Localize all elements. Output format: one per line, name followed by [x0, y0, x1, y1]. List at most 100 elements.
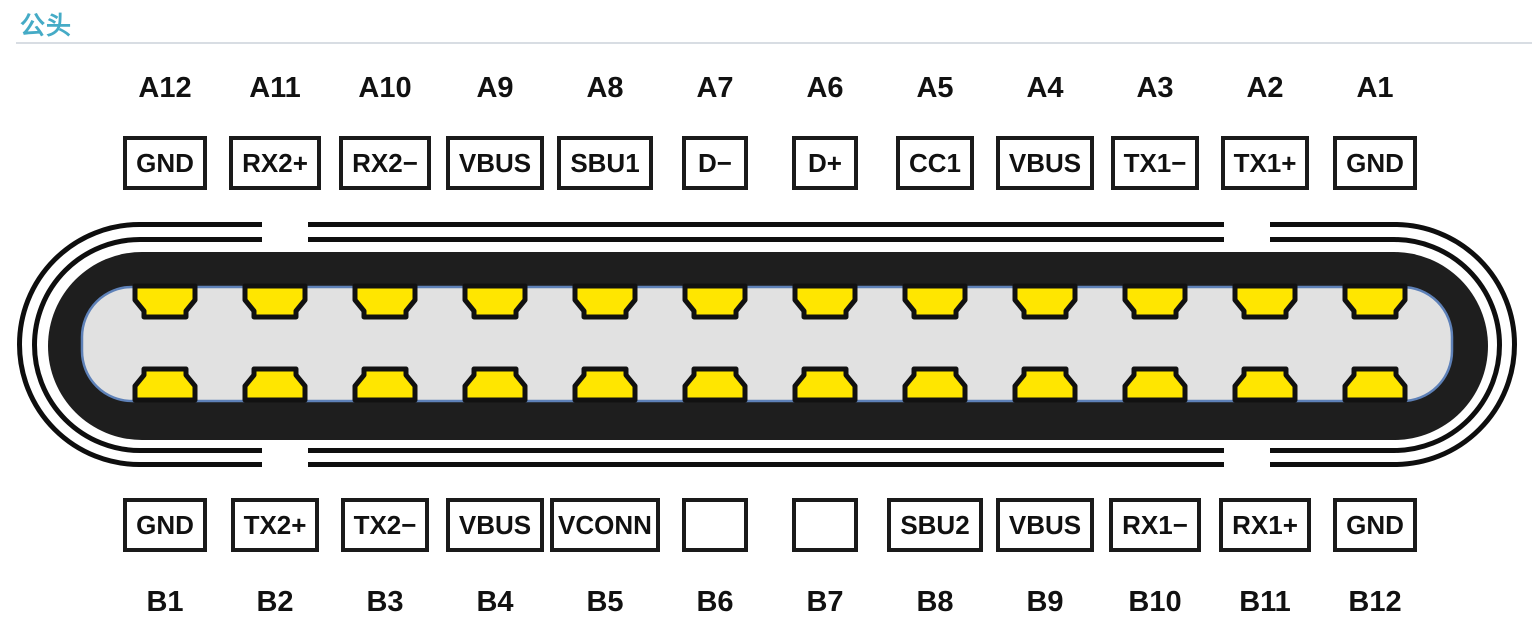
cell-a8: A8	[550, 70, 660, 106]
pin-number-a6: A6	[806, 72, 844, 104]
cell-b10: B10	[1100, 584, 1210, 620]
pin-number-a10: A10	[358, 72, 412, 104]
pin-contact-b2	[245, 369, 305, 400]
cell-b4-signal: VBUS	[440, 498, 550, 552]
pin-number-b11: B11	[1239, 586, 1291, 618]
cell-a2: A2	[1210, 70, 1320, 106]
pin-contact-a2	[1235, 286, 1295, 317]
signal-box-a10: RX2−	[339, 136, 431, 190]
signal-box-b5: VCONN	[550, 498, 660, 552]
cell-a2-signal: TX1+	[1210, 136, 1320, 190]
a-side-pin-number-row: A12 A11 A10 A9 A8 A7 A6 A5 A4 A3 A2 A1	[0, 70, 1532, 106]
cell-a12: A12	[110, 70, 220, 106]
pin-contact-b6	[685, 369, 745, 400]
pin-number-a12: A12	[138, 72, 192, 104]
cell-b1: B1	[110, 584, 220, 620]
b-side-signal-row: GND TX2+ TX2− VBUS VCONN SBU2 VBUS RX1− …	[0, 498, 1532, 552]
pin-contact-a4	[1015, 286, 1075, 317]
page-title: 公头	[20, 12, 73, 40]
cell-b2-signal: TX2+	[220, 498, 330, 552]
pin-contact-a7	[685, 286, 745, 317]
pin-contact-a1	[1345, 286, 1405, 317]
connector-tongue	[80, 285, 1454, 403]
signal-box-b2: TX2+	[230, 498, 320, 552]
cell-a7: A7	[660, 70, 770, 106]
cell-b3: B3	[330, 584, 440, 620]
cell-b4: B4	[440, 584, 550, 620]
pin-contact-b4	[465, 369, 525, 400]
signal-box-a3: TX1−	[1110, 136, 1200, 190]
pin-contact-b5	[575, 369, 635, 400]
signal-box-b7	[792, 498, 858, 552]
shell-seam-gap	[1224, 215, 1270, 248]
cell-a11: A11	[220, 70, 330, 106]
signal-box-a12: GND	[123, 136, 207, 190]
pin-contact-a3	[1125, 286, 1185, 317]
pin-contact-b7	[795, 369, 855, 400]
pin-contact-a12	[135, 286, 195, 317]
signal-box-b9: VBUS	[995, 498, 1095, 552]
signal-box-a8: SBU1	[557, 136, 653, 190]
cell-b10-signal: RX1−	[1100, 498, 1210, 552]
pin-number-b9: B9	[1026, 586, 1064, 618]
cell-b7-signal	[770, 498, 880, 552]
cell-a10-signal: RX2−	[330, 136, 440, 190]
shell-seam-gap	[262, 444, 308, 477]
pin-contact-b8	[905, 369, 965, 400]
cell-a9: A9	[440, 70, 550, 106]
pin-number-a1: A1	[1356, 72, 1394, 104]
signal-box-b4: VBUS	[445, 498, 545, 552]
cell-b9: B9	[990, 584, 1100, 620]
cell-b3-signal: TX2−	[330, 498, 440, 552]
pin-contact-b11	[1235, 369, 1295, 400]
pin-contact-b9	[1015, 369, 1075, 400]
cell-a4-signal: VBUS	[990, 136, 1100, 190]
shell-seam-gap	[1224, 444, 1270, 477]
signal-box-a7: D−	[682, 136, 748, 190]
cell-a5: A5	[880, 70, 990, 106]
signal-box-b11: RX1+	[1219, 498, 1311, 552]
pin-number-b2: B2	[256, 586, 294, 618]
cell-a10: A10	[330, 70, 440, 106]
pin-contact-b1	[135, 369, 195, 400]
cell-a3: A3	[1100, 70, 1210, 106]
cell-b8: B8	[880, 584, 990, 620]
signal-box-b1: GND	[123, 498, 207, 552]
signal-box-a11: RX2+	[229, 136, 321, 190]
pin-number-a3: A3	[1136, 72, 1174, 104]
cell-a1-signal: GND	[1320, 136, 1430, 190]
pin-contact-b12	[1345, 369, 1405, 400]
cell-a9-signal: VBUS	[440, 136, 550, 190]
pin-number-b6: B6	[696, 586, 734, 618]
shell-seam-gaps	[262, 215, 1270, 477]
pin-contact-a11	[245, 286, 305, 317]
signal-box-b12: GND	[1333, 498, 1417, 552]
cell-b5-signal: VCONN	[550, 498, 660, 552]
signal-box-a2: TX1+	[1220, 136, 1310, 190]
connector-inner-shell	[32, 237, 1502, 453]
cell-b8-signal: SBU2	[880, 498, 990, 552]
pin-number-b10: B10	[1128, 586, 1182, 618]
cell-a11-signal: RX2+	[220, 136, 330, 190]
pin-number-b4: B4	[476, 586, 514, 618]
connector-outer-shell	[17, 222, 1517, 467]
cell-a1: A1	[1320, 70, 1430, 106]
pin-number-a7: A7	[696, 72, 734, 104]
pin-number-b8: B8	[916, 586, 954, 618]
header-divider	[16, 42, 1532, 44]
cell-a4: A4	[990, 70, 1100, 106]
cell-b5: B5	[550, 584, 660, 620]
usb-c-connector-graphic	[17, 215, 1517, 477]
signal-box-a6: D+	[792, 136, 858, 190]
pin-contact-a5	[905, 286, 965, 317]
pin-number-b3: B3	[366, 586, 404, 618]
pin-number-a4: A4	[1026, 72, 1064, 104]
pin-contact-a9	[465, 286, 525, 317]
cell-b7: B7	[770, 584, 880, 620]
a-side-signal-row: GND RX2+ RX2− VBUS SBU1 D− D+ CC1 VBUS T…	[0, 136, 1532, 190]
cell-a6-signal: D+	[770, 136, 880, 190]
cell-b6: B6	[660, 584, 770, 620]
cell-b2: B2	[220, 584, 330, 620]
cell-b12: B12	[1320, 584, 1430, 620]
